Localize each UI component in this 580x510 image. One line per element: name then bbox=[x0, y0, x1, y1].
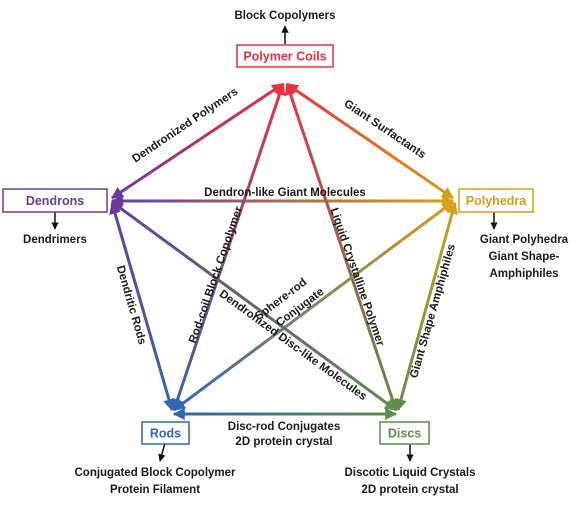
output-label-dendrimers: Dendrimers bbox=[23, 234, 87, 246]
edge-dendrons-rods bbox=[109, 201, 175, 412]
output-label-protein-filament: Protein Filament bbox=[110, 484, 200, 496]
node-label-dendrons: Dendrons bbox=[26, 194, 84, 208]
node-label-polymer-coils: Polymer Coils bbox=[243, 50, 326, 64]
node-label-discs: Discs bbox=[388, 427, 421, 441]
node-dendrons: Dendrons bbox=[2, 188, 108, 213]
edge-label-2d-protein-crystal: 2D protein crystal bbox=[235, 436, 332, 448]
edge-polyhedra-rods bbox=[173, 200, 454, 412]
edge-label-dendronized-polymers: Dendronized Polymers bbox=[130, 86, 240, 166]
output-label-block-copolymers: Block Copolymers bbox=[235, 10, 336, 22]
node-label-rods: Rods bbox=[150, 427, 181, 441]
output-arrow-rods bbox=[158, 442, 166, 462]
edge-coils-dendrons bbox=[111, 82, 284, 200]
edge-label-giant-shape-amphiphiles: Giant Shape Amphiphiles bbox=[408, 243, 458, 380]
edge-polyhedra-discs bbox=[395, 201, 458, 412]
output-label-amphiphiles: Amphiphiles bbox=[489, 268, 558, 280]
edge-label-dendron-like-giant-molecules: Dendron-like Giant Molecules bbox=[204, 187, 366, 199]
node-rods: Rods bbox=[141, 421, 190, 445]
edge-label-rod-coil-block-copolymer: Rod-coil Block Copolymer bbox=[187, 205, 245, 345]
output-label-giant-shape: Giant Shape- bbox=[489, 251, 560, 263]
edge-label-disc-rod-conjugates: Disc-rod Conjugates bbox=[228, 421, 340, 433]
node-discs: Discs bbox=[379, 421, 430, 445]
output-label-giant-polyhedra: Giant Polyhedra bbox=[480, 234, 569, 246]
node-label-polyhedra: Polyhedra bbox=[466, 194, 527, 208]
edge-coils-polyhedra bbox=[286, 82, 454, 200]
edge-label-liquid-crystalline-polymer: Liquid Crystalline Polymer bbox=[328, 206, 387, 348]
output-label-discotic-liquid-crystals: Discotic Liquid Crystals bbox=[344, 467, 475, 479]
output-label-2d-protein-crystal: 2D protein crystal bbox=[361, 484, 458, 496]
node-polymer-coils: Polymer Coils bbox=[236, 44, 334, 68]
output-label-conjugated-block-copolymer: Conjugated Block Copolymer bbox=[74, 467, 236, 479]
node-polyhedra: Polyhedra bbox=[458, 188, 534, 213]
edge-dendrons-discs bbox=[111, 200, 397, 412]
